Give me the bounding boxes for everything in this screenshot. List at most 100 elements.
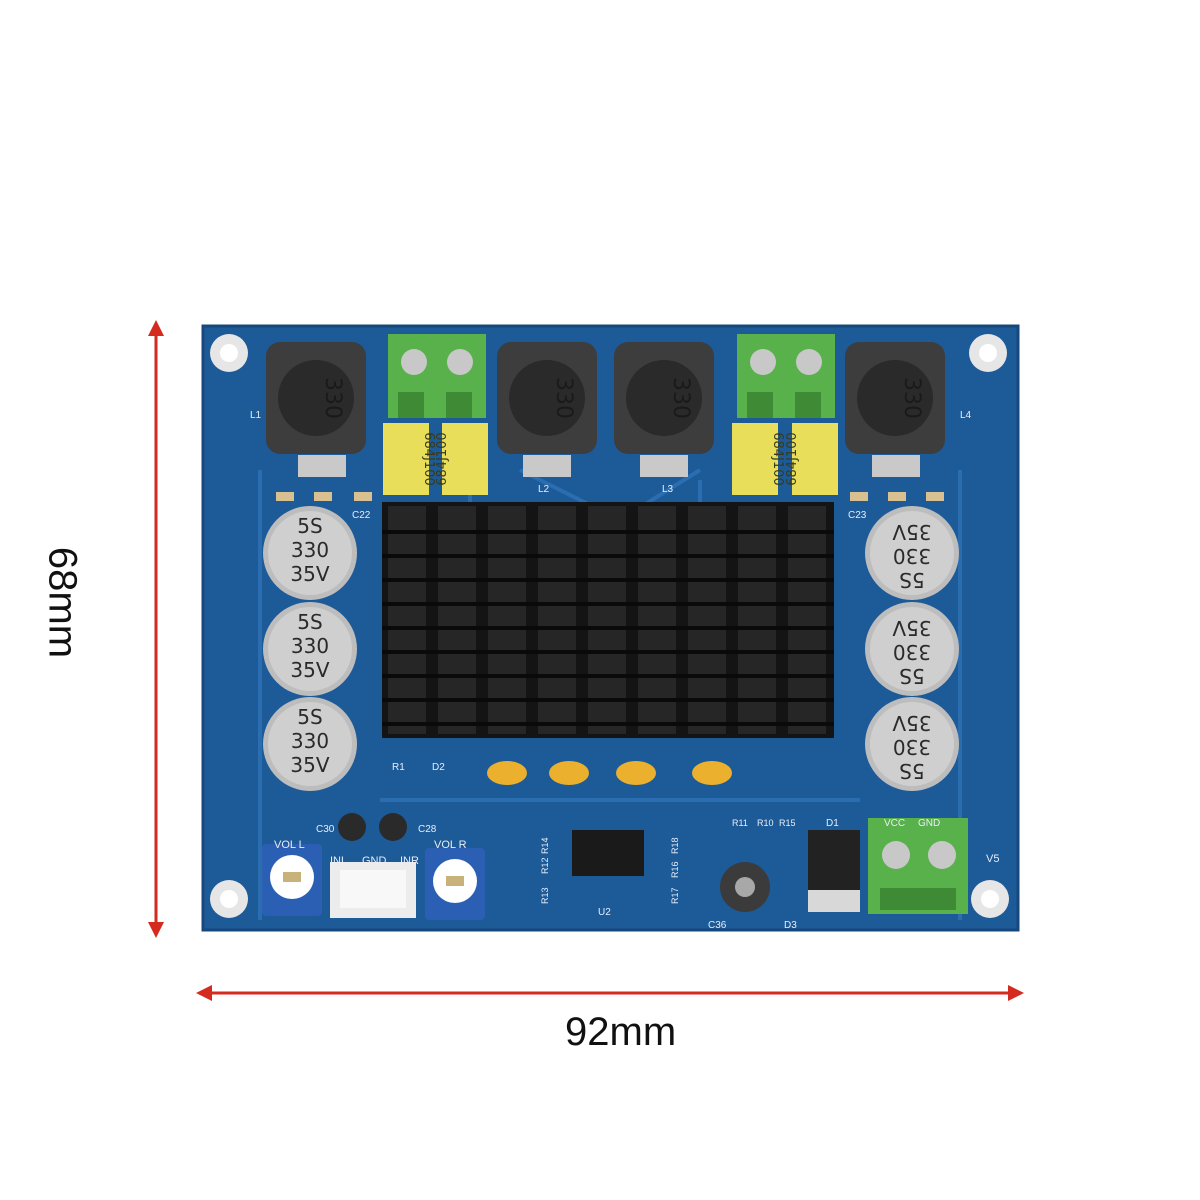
heatsink-groove: [382, 698, 834, 702]
label-d3: D3: [784, 920, 797, 931]
svg-text:TL074C: TL074C: [588, 850, 627, 861]
heatsink-groove: [382, 554, 834, 558]
label-r15: R15: [779, 818, 796, 828]
speaker-terminal-right: [737, 334, 835, 418]
inductor-l1: 330: [266, 342, 366, 477]
label-d1: D1: [826, 818, 839, 829]
heatsink-fin: [388, 506, 426, 734]
electrolytic-capacitor: 5S 330 35V: [263, 697, 357, 791]
label-c28: C28: [418, 824, 437, 835]
label-gnd: GND: [362, 855, 387, 867]
label-r17: R17: [670, 887, 680, 904]
svg-text:35V: 35V: [290, 562, 329, 586]
svg-text:330: 330: [893, 735, 931, 759]
heatsink-groove: [382, 650, 834, 654]
heatsink-groove: [382, 626, 834, 630]
label-c30: C30: [316, 824, 335, 835]
heatsink-groove: [382, 602, 834, 606]
heatsink-groove: [382, 530, 834, 534]
height-dimension-label: 68mm: [40, 546, 85, 659]
svg-text:330: 330: [291, 634, 329, 658]
label-r14: R14: [540, 837, 550, 854]
svg-text:684J100: 684J100: [435, 432, 450, 485]
electrolytic-capacitor: 5S 330 35V: [865, 697, 959, 791]
film-capacitor: 684J100: [383, 423, 436, 495]
svg-text:684J100: 684J100: [770, 432, 785, 485]
label-l3: L3: [662, 484, 674, 495]
svg-text:684J100: 684J100: [421, 432, 436, 485]
heatsink-fin: [738, 506, 776, 734]
small-capacitor-c30: [338, 813, 366, 841]
inductor-l2: 330: [497, 342, 597, 477]
input-connector: [330, 862, 416, 918]
label-c36: C36: [708, 920, 727, 931]
width-dimension-label: 92mm: [565, 1010, 677, 1054]
svg-text:330: 330: [893, 640, 931, 664]
electrolytic-capacitor: 5S 330 35V: [263, 506, 357, 600]
capacitor-c36: [720, 862, 770, 912]
svg-text:5S: 5S: [297, 514, 322, 538]
ceramic-capacitor: [549, 761, 589, 785]
ceramic-capacitor: [487, 761, 527, 785]
label-r12: R12: [540, 857, 550, 874]
label-vol-r: VOL R: [434, 839, 467, 851]
heatsink-groove: [382, 722, 834, 726]
film-capacitor: 684J100: [785, 423, 838, 495]
svg-text:330: 330: [320, 377, 345, 419]
svg-text:35V: 35V: [892, 616, 931, 640]
svg-text:35V: 35V: [892, 711, 931, 735]
heatsink-fin: [438, 506, 476, 734]
electrolytic-capacitor: 5S 330 35V: [865, 506, 959, 600]
heatsink-fin: [538, 506, 576, 734]
svg-text:5S: 5S: [899, 759, 924, 783]
label-d2: D2: [432, 762, 445, 773]
smd-components-right: [850, 492, 944, 501]
height-dimension-arrow: [148, 320, 164, 938]
heatsink-fin: [638, 506, 676, 734]
heatsink-fin: [488, 506, 526, 734]
inductor-l3: 330: [614, 342, 714, 477]
electrolytic-capacitor: 5S 330 35V: [263, 602, 357, 696]
opamp-ic: TL074C: [572, 830, 644, 876]
svg-text:330: 330: [291, 538, 329, 562]
label-c22: C22: [352, 510, 371, 521]
mounting-hole: [969, 334, 1007, 372]
svg-text:5S: 5S: [297, 610, 322, 634]
heatsink-groove: [382, 578, 834, 582]
label-l2: L2: [538, 484, 550, 495]
heatsink-fin: [688, 506, 726, 734]
label-inl: INL: [330, 855, 347, 867]
inductor-l4: 330: [845, 342, 945, 477]
svg-text:330: 330: [551, 377, 576, 419]
svg-text:5S: 5S: [899, 568, 924, 592]
label-vol-l: VOL L: [274, 839, 305, 851]
mounting-hole: [210, 880, 248, 918]
film-capacitor: 684J100: [435, 423, 488, 495]
label-c23: C23: [848, 510, 867, 521]
label-r16: R16: [670, 861, 680, 878]
svg-text:35V: 35V: [290, 658, 329, 682]
label-r11: R11: [732, 818, 748, 828]
heatsink: [382, 502, 834, 738]
label-l4: L4: [960, 410, 972, 421]
mounting-hole: [210, 334, 248, 372]
svg-text:35V: 35V: [892, 520, 931, 544]
volume-pot-left: [262, 844, 322, 916]
power-terminal: [868, 818, 968, 914]
svg-text:35V: 35V: [290, 753, 329, 777]
label-inr: INR: [400, 855, 419, 867]
svg-text:5S: 5S: [899, 664, 924, 688]
volume-pot-right: [425, 848, 485, 920]
heatsink-fin: [588, 506, 626, 734]
label-r18: R18: [670, 837, 680, 854]
diode-d1: [808, 830, 860, 912]
svg-text:5S: 5S: [297, 705, 322, 729]
label-l1: L1: [250, 410, 262, 421]
label-r1: R1: [392, 762, 405, 773]
svg-text:330: 330: [893, 544, 931, 568]
mounting-hole: [971, 880, 1009, 918]
label-gnd-power: GND: [918, 818, 940, 829]
electrolytic-capacitor: 5S 330 35V: [865, 602, 959, 696]
svg-text:684J100: 684J100: [785, 432, 800, 485]
